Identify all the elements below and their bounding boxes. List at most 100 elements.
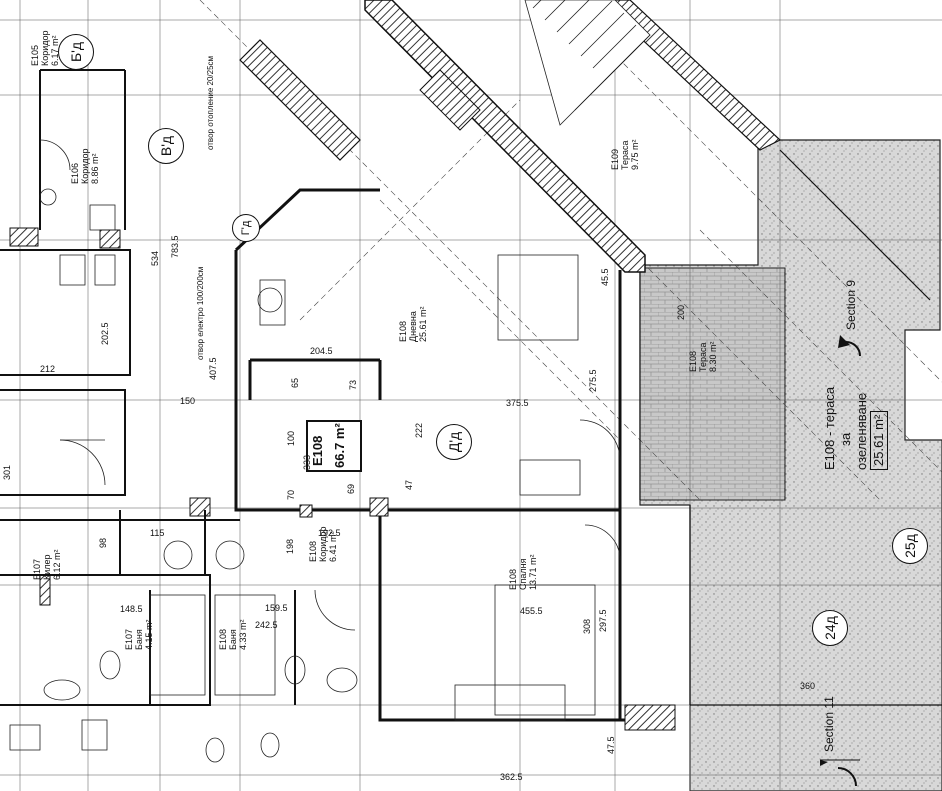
- room-area: 4.33 m²: [238, 619, 248, 650]
- dimension-label: 202.5: [100, 322, 110, 345]
- room-label: E106 Коридор 8.86 m²: [70, 148, 100, 184]
- dimension-label: 65: [290, 377, 300, 388]
- axis-label: 25д: [902, 534, 918, 558]
- dimension-label: 47.5: [606, 736, 616, 754]
- dimension-label: 333: [302, 454, 312, 470]
- dimension-label: 407.5: [208, 357, 218, 380]
- room-id: E108: [398, 320, 408, 342]
- room-label: E105 Коридор 6.17 m²: [30, 30, 60, 66]
- room-label: E109 Тераса 9.75 m²: [610, 139, 640, 170]
- room-area: 25.61 m²: [418, 306, 428, 342]
- room-area: 8.86 m²: [90, 153, 100, 184]
- dimension-label: 159.5: [265, 603, 288, 613]
- dimension-label: 301: [2, 464, 12, 480]
- room-area: 6.17 m²: [50, 35, 60, 66]
- dimension-label: 100: [286, 430, 296, 446]
- section-label: Section 9: [844, 279, 858, 330]
- dimension-label: 275.5: [588, 369, 598, 392]
- axis-bubble: Г'д: [232, 214, 260, 242]
- terrace-label: E108 - тераса за озеленяване 25.61 m²: [822, 386, 888, 470]
- room-area: 4.15 m²: [144, 619, 154, 650]
- room-area: 9.75 m²: [630, 139, 640, 170]
- room-id: E107: [32, 558, 42, 580]
- room-label: E108 Баня 4.33 m²: [218, 619, 248, 650]
- room-label: E108 Тераса 8.30 m²: [688, 341, 718, 372]
- room-name: Коридор: [80, 148, 90, 184]
- axis-bubble: В'д: [148, 128, 184, 164]
- axis-bubble: Д'д: [436, 424, 472, 460]
- axis-label: Д'д: [445, 431, 462, 453]
- room-area: 6.12 m²: [52, 549, 62, 580]
- room-name: Баня: [134, 629, 144, 650]
- diagonal-wall: [364, 0, 646, 273]
- apartment-id-box: E108 66.7 m²: [306, 420, 362, 472]
- diagonal-wall-3: [239, 39, 361, 161]
- axis-bubble: 24д: [812, 610, 848, 646]
- room-id: E108: [308, 540, 318, 562]
- axis-label: Г'д: [239, 220, 252, 236]
- room-label: E108 Дневна 25.61 m²: [398, 306, 428, 342]
- dimension-label: 222: [414, 422, 424, 438]
- dimension-label: 534: [150, 250, 160, 266]
- terrace-subtitle: за: [838, 432, 853, 446]
- section-marker-9: [838, 335, 862, 357]
- dimension-label: 73: [348, 379, 358, 390]
- diagonal-wall-4: [419, 69, 481, 131]
- room-id: E108: [688, 350, 698, 372]
- room-id: E109: [610, 148, 620, 170]
- room-area: 8.30 m²: [708, 341, 718, 372]
- room-area: 13.71 m²: [528, 554, 538, 590]
- room-id: E107: [124, 628, 134, 650]
- room-name: Дневна: [408, 311, 418, 342]
- axis-label: Б'д: [68, 41, 84, 63]
- staircase: [524, 0, 651, 126]
- axis-bubble: 25д: [892, 528, 928, 564]
- room-label: E107 Баня 4.15 m²: [124, 619, 154, 650]
- terrace-title: E108 - тераса: [822, 386, 837, 470]
- axis-label: 24д: [822, 616, 838, 640]
- dimension-label: 98: [98, 537, 108, 548]
- dimension-label: 47: [404, 479, 414, 490]
- apartment-area: 66.7 m²: [332, 423, 347, 468]
- terrace-paving: [639, 267, 786, 501]
- section-label: Section 11: [822, 696, 836, 752]
- room-label: E108 Спалня 13.71 m²: [508, 554, 538, 590]
- dimension-label: 148.5: [120, 604, 143, 614]
- dimension-label: 360: [800, 681, 816, 691]
- dimension-label: 200: [676, 304, 686, 320]
- dimension-label: 115: [150, 528, 165, 538]
- room-name: Тераса: [620, 140, 630, 170]
- dimension-label: 69: [346, 483, 356, 494]
- apartment-id: E108: [310, 435, 325, 466]
- room-name: Килер: [42, 554, 52, 580]
- opening-note: отвор електро 100/200см: [196, 266, 205, 360]
- room-id: E105: [30, 44, 40, 66]
- opening-note: отвор отопление 20/25см: [206, 55, 215, 150]
- terrace-subtitle-2: озеленяване: [854, 392, 869, 470]
- dimension-label: 362.5: [500, 772, 523, 782]
- terrace-area: 25.61 m²: [870, 410, 888, 470]
- room-label: E107 Килер 6.12 m²: [32, 549, 62, 580]
- dimension-label: 192.5: [318, 528, 341, 538]
- dimension-label: 198: [285, 538, 295, 554]
- room-name: Тераса: [698, 342, 708, 372]
- room-name: Спалня: [518, 558, 528, 590]
- dimension-label: 455.5: [520, 606, 543, 616]
- dimension-label: 783.5: [170, 235, 180, 258]
- dimension-label: 308: [582, 618, 592, 634]
- room-id: E108: [508, 568, 518, 590]
- room-id: E108: [218, 628, 228, 650]
- dimension-label: 150: [180, 396, 196, 406]
- axis-label: В'д: [158, 135, 174, 157]
- dimension-label: 242.5: [255, 620, 278, 630]
- dimension-label: 297.5: [598, 609, 608, 632]
- dimension-label: 375.5: [506, 398, 529, 408]
- dimension-label: 45.5: [600, 268, 610, 286]
- room-name: Баня: [228, 629, 238, 650]
- axis-bubble: Б'д: [58, 34, 94, 70]
- room-name: Коридор: [40, 30, 50, 66]
- dimension-label: 212: [40, 364, 56, 374]
- dimension-label: 70: [286, 489, 296, 500]
- dimension-label: 204.5: [310, 346, 333, 356]
